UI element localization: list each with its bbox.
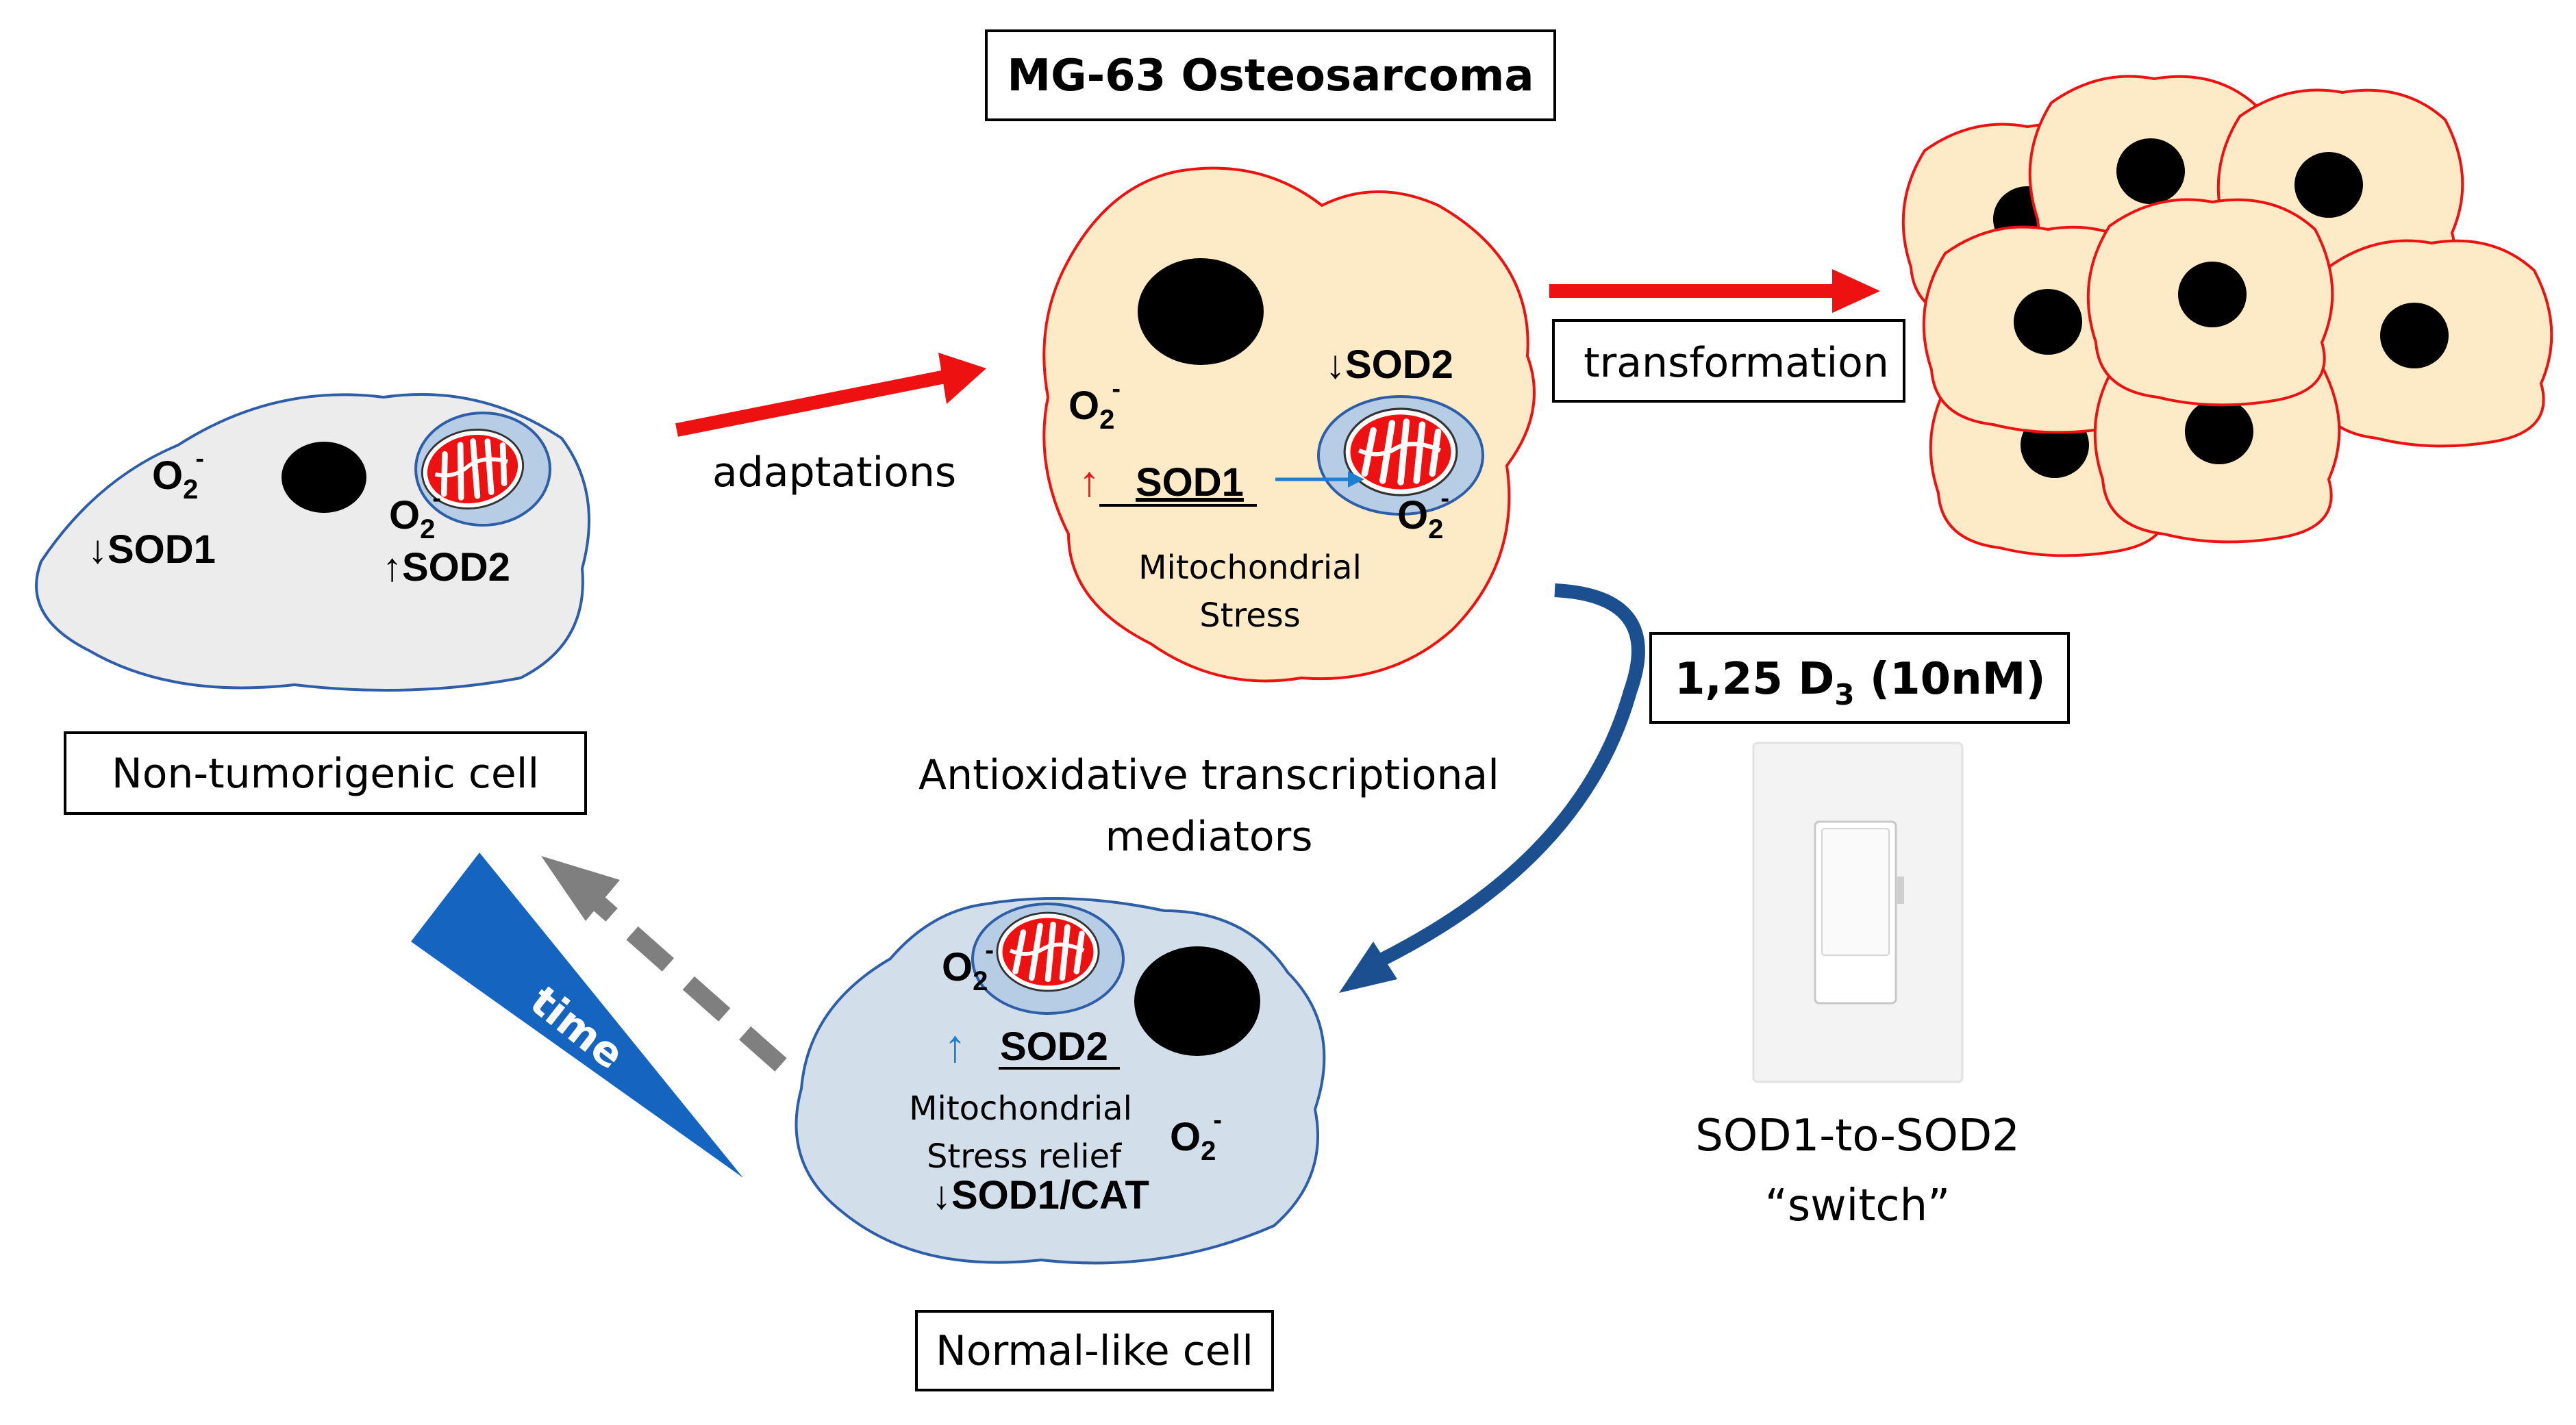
tumor-cell-cluster (1901, 75, 2553, 557)
title-text: MG-63 Osteosarcoma (1007, 51, 1534, 101)
sod2-label: ↓SOD2 (1325, 342, 1453, 387)
treatment-label-box: 1,25 D3 (10nM) (1649, 632, 2070, 724)
relief-line1: Mitochondrial (909, 1089, 1132, 1128)
adaptations-arrow (675, 353, 986, 437)
osteosarcoma-cell: O2- ↓SOD2 ↑ SOD1 O2- Mitochondrial Stres… (1042, 166, 1536, 683)
superoxide-label: O2- (152, 444, 204, 505)
superoxide-label: O2- (1170, 1106, 1222, 1166)
non-tumorigenic-label: Non-tumorigenic cell (112, 750, 539, 798)
switch-label-line1: SOD1-to-SOD2 (1695, 1111, 2020, 1161)
mediators-line2: mediators (1105, 813, 1312, 861)
mitochondrion-icon (997, 913, 1099, 991)
mito-superoxide-label: O2- (1397, 484, 1449, 544)
title-box: MG-63 Osteosarcoma (985, 29, 1556, 121)
superoxide-label: O2- (1068, 375, 1121, 435)
mitochondrion-icon (1345, 409, 1457, 495)
sod1-label: ↓SOD1 (88, 527, 216, 572)
nucleus (1134, 946, 1260, 1056)
return-dashed-arrow (541, 856, 787, 1072)
transformation-arrow (1549, 269, 1880, 313)
mediators-line1: Antioxidative transcriptional (918, 751, 1499, 799)
adaptations-label: adaptations (712, 449, 956, 496)
dimmer-switch-icon (1752, 742, 1964, 1083)
mito-superoxide-label: O2- (942, 936, 994, 996)
sod1-to-mito-arrow (1275, 471, 1364, 488)
stress-line1: Mitochondrial (1138, 548, 1362, 587)
stress-line2: Stress (1199, 596, 1301, 635)
sod1-label: SOD1 (1136, 460, 1244, 505)
transformation-label-box: transformation (1552, 319, 1905, 403)
relief-line2: Stress relief (927, 1137, 1122, 1176)
normal-like-cell: O2- ↑ SOD2 Mitochondrial Stress relief O… (795, 897, 1326, 1265)
switch-label-line2: “switch” (1765, 1181, 1951, 1231)
non-tumorigenic-label-box: Non-tumorigenic cell (64, 731, 587, 815)
non-tumorigenic-cell: O2- ↓SOD1 O2- ↑SOD2 (35, 393, 590, 692)
normal-like-label-box: Normal-like cell (915, 1310, 1274, 1391)
sod2-label: ↑SOD2 (382, 545, 510, 590)
treatment-arrow (1339, 583, 1645, 993)
sod1-up-arrow: ↑ (1079, 458, 1100, 505)
nucleus (1138, 258, 1264, 365)
normal-like-label: Normal-like cell (936, 1327, 1253, 1375)
treatment-label: 1,25 D3 (10nM) (1675, 654, 2046, 711)
nucleus (282, 442, 366, 513)
transformation-label: transformation (1584, 339, 1889, 387)
sod2-up-arrow: ↑ (944, 1020, 966, 1071)
mito-superoxide-label: O2- (389, 484, 441, 544)
sod1-cat-label: ↓SOD1/CAT (931, 1173, 1149, 1218)
sod2-label: SOD2 (1000, 1024, 1108, 1069)
